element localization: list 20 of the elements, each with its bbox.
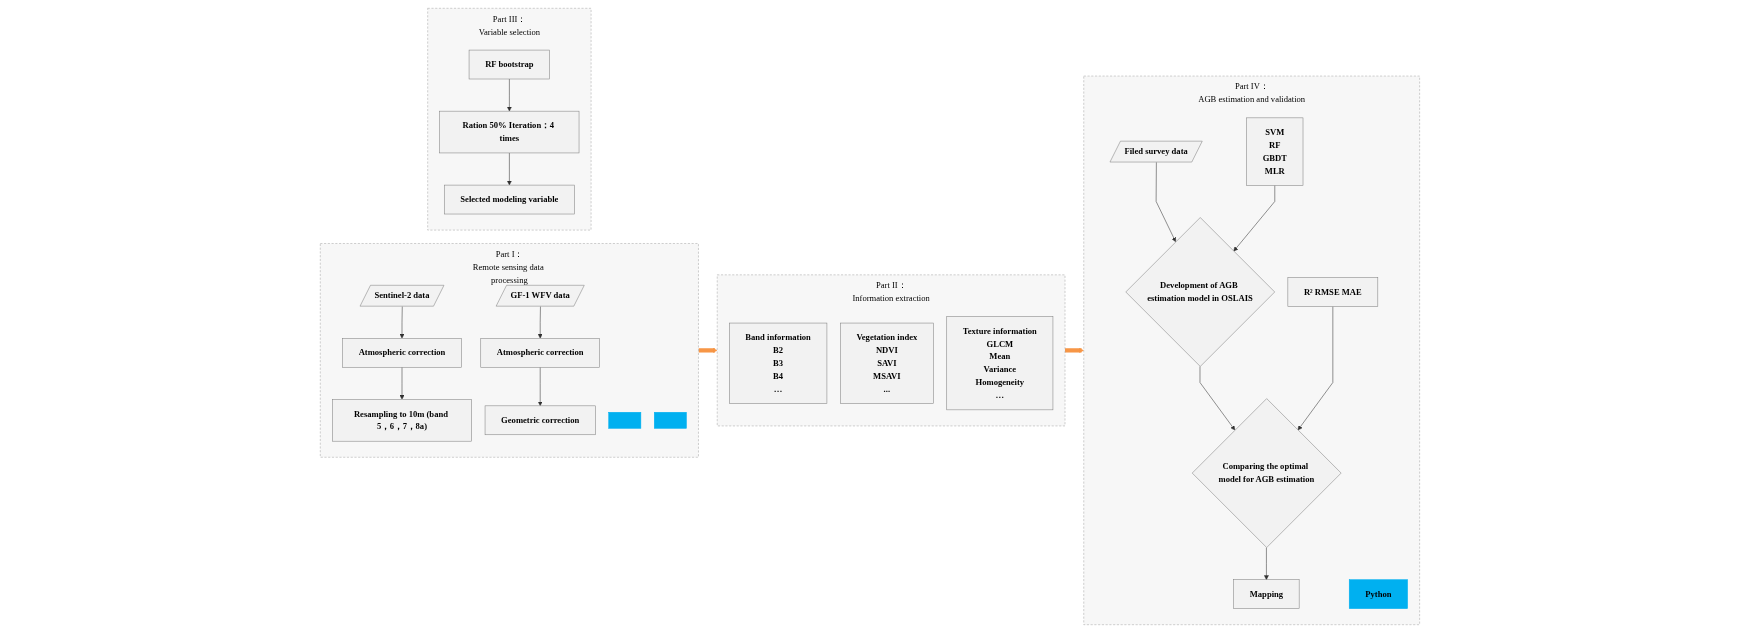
node-diamond: Comparing the optimal model for AGB estimation [1191,397,1342,548]
node-box [654,411,687,429]
node-box: Atmospheric correction [342,337,462,368]
node-diamond: Development of AGB estimation model in OSLAIS [1125,216,1276,367]
arrow [698,347,718,353]
node-box: Texture information GLCM Mean Variance Homogeneity … [946,315,1054,410]
node-box: SVM RF GBDT MLR [1246,117,1304,186]
node-box: Atmospheric correction [480,337,600,368]
node-box: Geometric correction [484,405,596,435]
node-box [608,411,642,429]
node-box: Python [1349,578,1408,609]
node-box: Resampling to 10m (band 5，6，7，8a) [332,398,472,441]
node-box: R² RMSE MAE [1287,276,1379,307]
node-box: Band information B2 B3 B4 … [729,322,828,404]
node-box: Vegetation index NDVI SAVI MSAVI ... [840,322,934,404]
node-box: RF bootstrap [468,49,550,79]
node-box: Selected modeling variable [444,184,575,214]
node-box: Mapping [1233,578,1300,609]
arrow [1065,347,1084,353]
node-box: Ration 50% Iteration：4 times [439,110,580,153]
